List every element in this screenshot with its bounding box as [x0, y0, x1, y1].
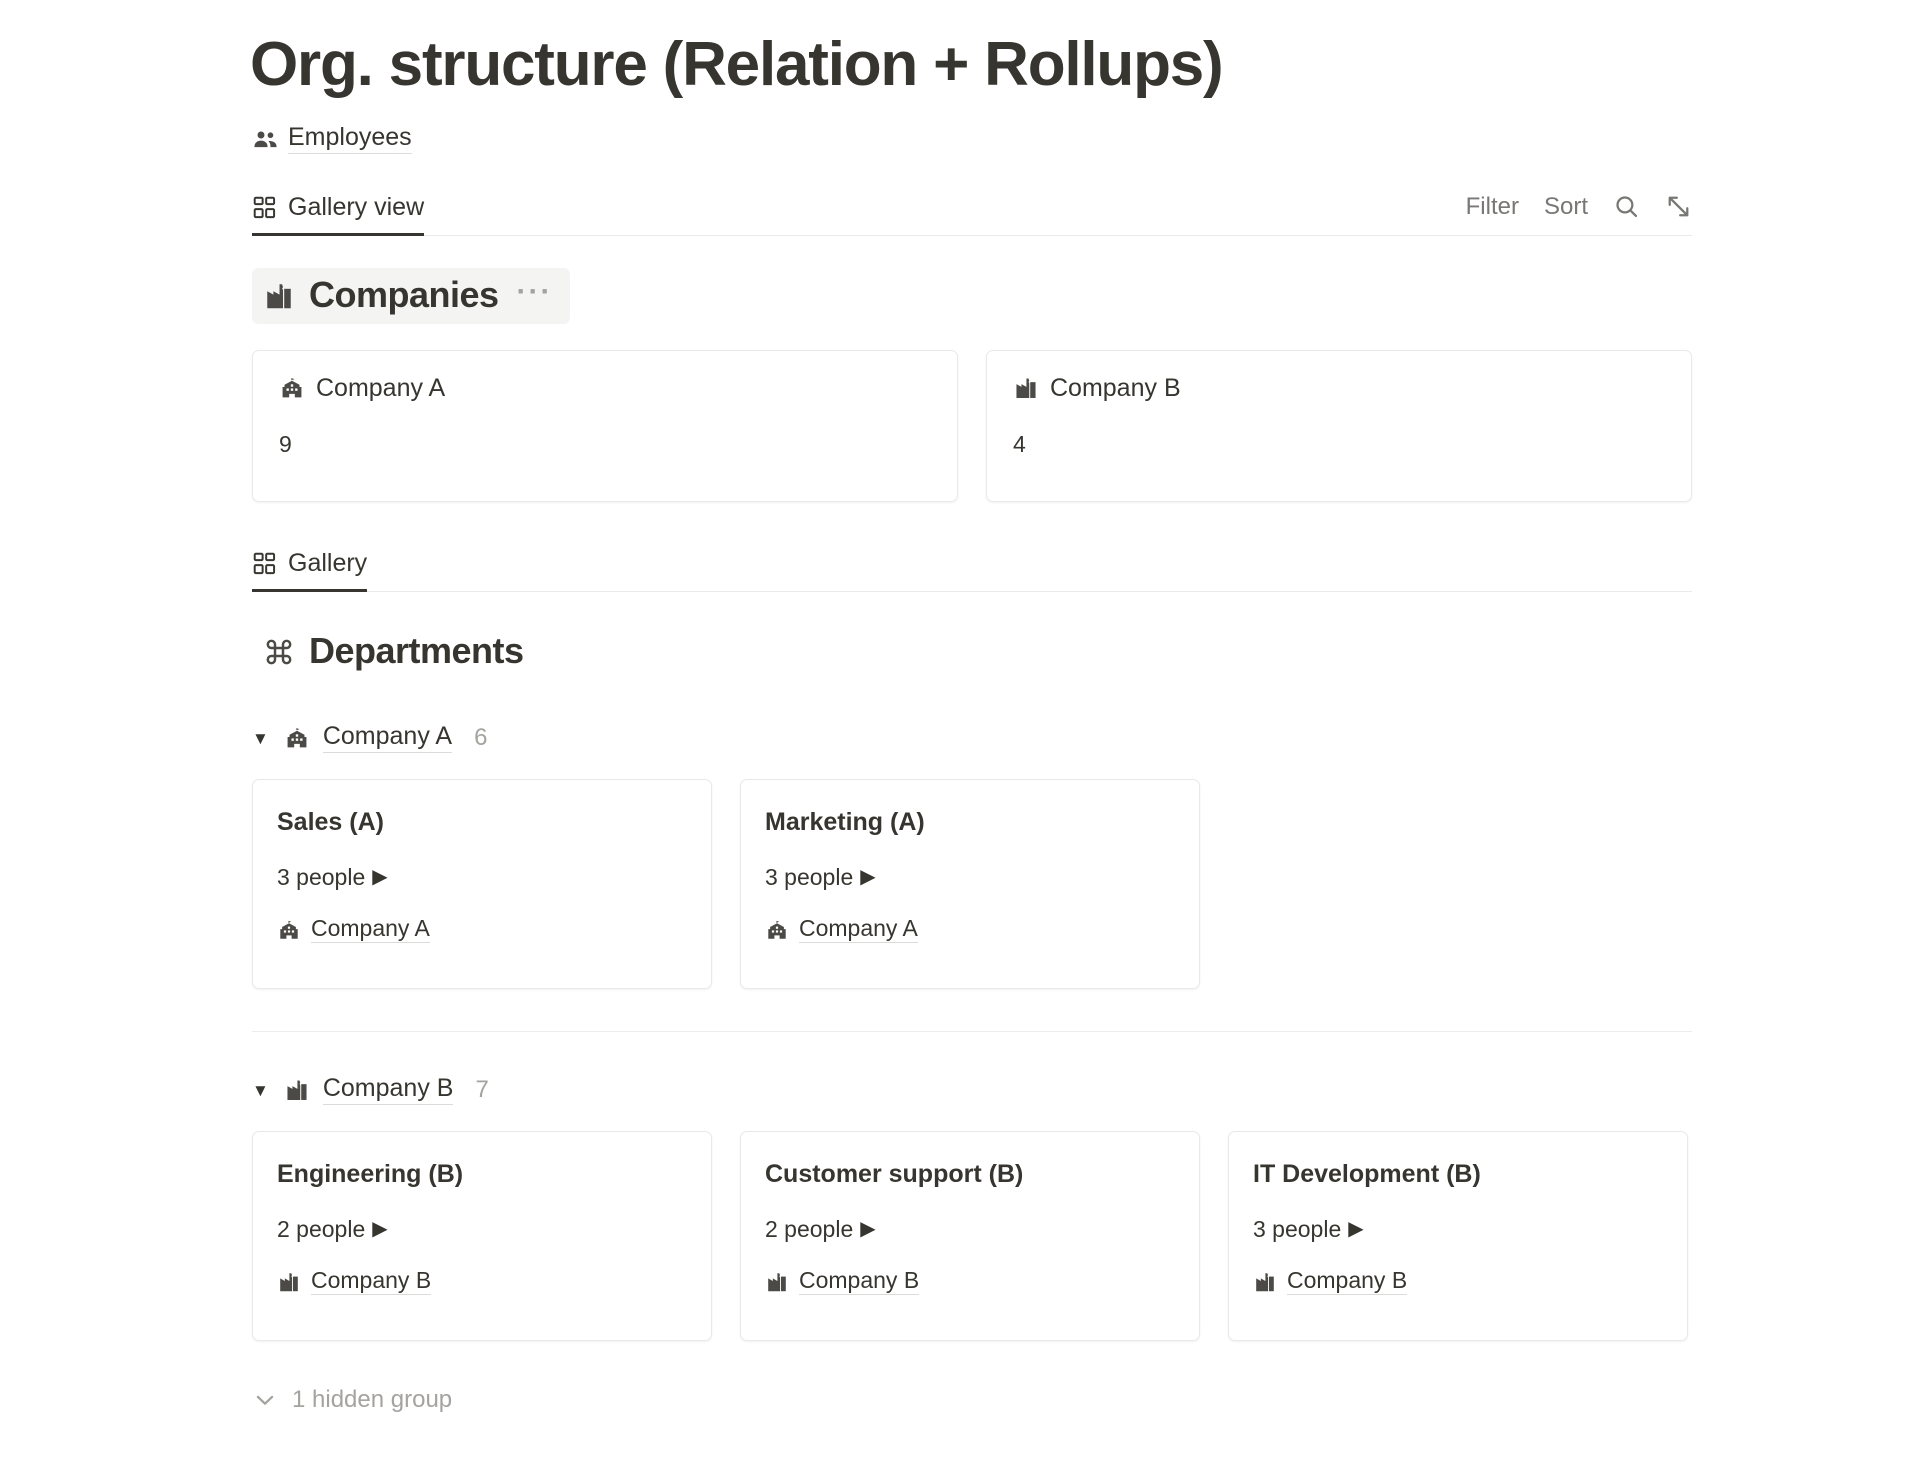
- factory-building-icon: [277, 1270, 301, 1294]
- gallery-grid-icon: [252, 551, 277, 576]
- departments-section-heading[interactable]: Departments: [252, 624, 541, 680]
- tab-gallery[interactable]: Gallery: [252, 549, 368, 593]
- relation-expand-triangle-icon[interactable]: ▶: [1348, 1218, 1364, 1241]
- department-card-title: Sales (A): [277, 807, 384, 836]
- department-card-title: Engineering (B): [277, 1159, 464, 1188]
- tab-gallery-view[interactable]: Gallery view: [252, 193, 425, 237]
- company-card-title: Company B: [1013, 375, 1665, 401]
- department-people-count: 3 people: [277, 863, 366, 890]
- hidden-group-label: 1 hidden group: [292, 1385, 453, 1413]
- relation-link-label: Company B: [799, 1266, 920, 1295]
- tab-gallery-view-label: Gallery view: [288, 193, 425, 222]
- departments-card-grid-company-a: Sales (A) 3 people ▶: [252, 778, 1692, 989]
- tab-gallery-label: Gallery: [288, 549, 368, 578]
- factory-building-icon: [1013, 375, 1039, 401]
- department-card-relation[interactable]: Company B: [765, 1266, 1175, 1295]
- department-card-people[interactable]: 2 people ▶: [277, 1215, 687, 1242]
- relation-expand-triangle-icon[interactable]: ▶: [860, 866, 876, 889]
- company-card-title: Company A: [279, 375, 931, 401]
- department-card[interactable]: Engineering (B) 2 people ▶ Company B: [252, 1130, 712, 1341]
- company-card-name: Company A: [316, 373, 446, 402]
- chevron-down-icon: [252, 1387, 278, 1413]
- school-building-icon: [279, 375, 305, 401]
- department-card-people[interactable]: 3 people ▶: [277, 863, 687, 890]
- relation-expand-triangle-icon[interactable]: ▶: [372, 1218, 388, 1241]
- department-card[interactable]: Sales (A) 3 people ▶: [252, 778, 712, 989]
- people-group-icon: [252, 126, 279, 153]
- source-database-label: Employees: [288, 125, 412, 155]
- department-card[interactable]: Customer support (B) 2 people ▶ Company …: [740, 1130, 1200, 1341]
- department-card[interactable]: IT Development (B) 3 people ▶ Company B: [1228, 1130, 1688, 1341]
- department-card-title: Customer support (B): [765, 1159, 1024, 1188]
- company-card-rollup-value: 9: [279, 431, 292, 458]
- factory-building-icon: [765, 1270, 789, 1294]
- group-name-label: Company B: [322, 1075, 454, 1105]
- view-bar-divider: [252, 591, 1692, 593]
- view-toolbar: Filter Sort: [1466, 193, 1692, 220]
- factory-building-icon: [263, 280, 295, 312]
- filter-button[interactable]: Filter: [1465, 192, 1519, 220]
- company-card[interactable]: Company A 9: [252, 350, 958, 503]
- relation-expand-triangle-icon[interactable]: ▶: [372, 866, 388, 889]
- hidden-group-toggle[interactable]: 1 hidden group: [252, 1387, 1692, 1413]
- department-people-count: 3 people: [765, 863, 854, 890]
- department-people-count: 3 people: [1253, 1215, 1342, 1242]
- group-count: 7: [475, 1076, 489, 1104]
- companies-section-heading[interactable]: Companies ···: [252, 268, 570, 325]
- department-card-relation[interactable]: Company B: [277, 1266, 687, 1295]
- source-database-link[interactable]: Employees: [252, 125, 412, 155]
- company-card[interactable]: Company B 4: [986, 350, 1692, 503]
- relation-link-label: Company B: [311, 1266, 432, 1295]
- departments-heading-label: Departments: [309, 630, 524, 672]
- department-card-people[interactable]: 3 people ▶: [765, 863, 1175, 890]
- command-loop-icon: [263, 636, 295, 668]
- department-card[interactable]: Marketing (A) 3 people ▶: [740, 778, 1200, 989]
- department-card-relation[interactable]: Company A: [765, 914, 1175, 943]
- school-building-icon: [765, 918, 789, 942]
- group-header-company-b[interactable]: ▼ Company B 7: [252, 1075, 1692, 1105]
- search-icon[interactable]: [1613, 193, 1640, 220]
- department-card-people[interactable]: 3 people ▶: [1253, 1215, 1663, 1242]
- relation-link-label: Company B: [1287, 1266, 1408, 1295]
- companies-more-menu-icon[interactable]: ···: [516, 274, 553, 308]
- page-title: Org. structure (Relation + Rollups): [250, 30, 1224, 99]
- department-people-count: 2 people: [765, 1215, 854, 1242]
- view-tab-bar-top: Gallery view Filter Sort: [252, 186, 1692, 237]
- group-header-company-a[interactable]: ▼ Company A 6: [252, 723, 1692, 753]
- expand-diagonal-icon[interactable]: [1665, 193, 1692, 220]
- group-count: 6: [474, 724, 488, 752]
- group-name-label: Company A: [322, 723, 453, 753]
- page-content: Org. structure (Relation + Rollups) Empl…: [250, 0, 1692, 1413]
- school-building-icon: [284, 725, 310, 751]
- gallery-grid-icon: [252, 195, 277, 220]
- department-people-count: 2 people: [277, 1215, 366, 1242]
- relation-expand-triangle-icon[interactable]: ▶: [860, 1218, 876, 1241]
- company-card-rollup-value: 4: [1013, 431, 1026, 458]
- view-bar-divider: [252, 235, 1692, 237]
- department-card-people[interactable]: 2 people ▶: [765, 1215, 1175, 1242]
- factory-building-icon: [1253, 1270, 1277, 1294]
- group-collapse-caret-icon[interactable]: ▼: [252, 1080, 269, 1100]
- companies-card-grid: Company A 9 Company B 4: [252, 350, 1692, 503]
- company-card-name: Company B: [1050, 373, 1181, 402]
- group-divider: [252, 1030, 1692, 1032]
- department-card-title: Marketing (A): [765, 807, 925, 836]
- departments-card-grid-company-b: Engineering (B) 2 people ▶ Company B: [252, 1130, 1692, 1341]
- group-collapse-caret-icon[interactable]: ▼: [252, 728, 269, 748]
- view-tab-bar-bottom: Gallery: [252, 542, 1692, 593]
- relation-link-label: Company A: [311, 914, 430, 943]
- department-card-relation[interactable]: Company B: [1253, 1266, 1663, 1295]
- school-building-icon: [277, 918, 301, 942]
- factory-building-icon: [284, 1077, 310, 1103]
- relation-link-label: Company A: [799, 914, 918, 943]
- department-card-title: IT Development (B): [1253, 1159, 1481, 1188]
- companies-heading-label: Companies: [309, 274, 499, 316]
- department-card-relation[interactable]: Company A: [277, 914, 687, 943]
- sort-button[interactable]: Sort: [1543, 192, 1588, 220]
